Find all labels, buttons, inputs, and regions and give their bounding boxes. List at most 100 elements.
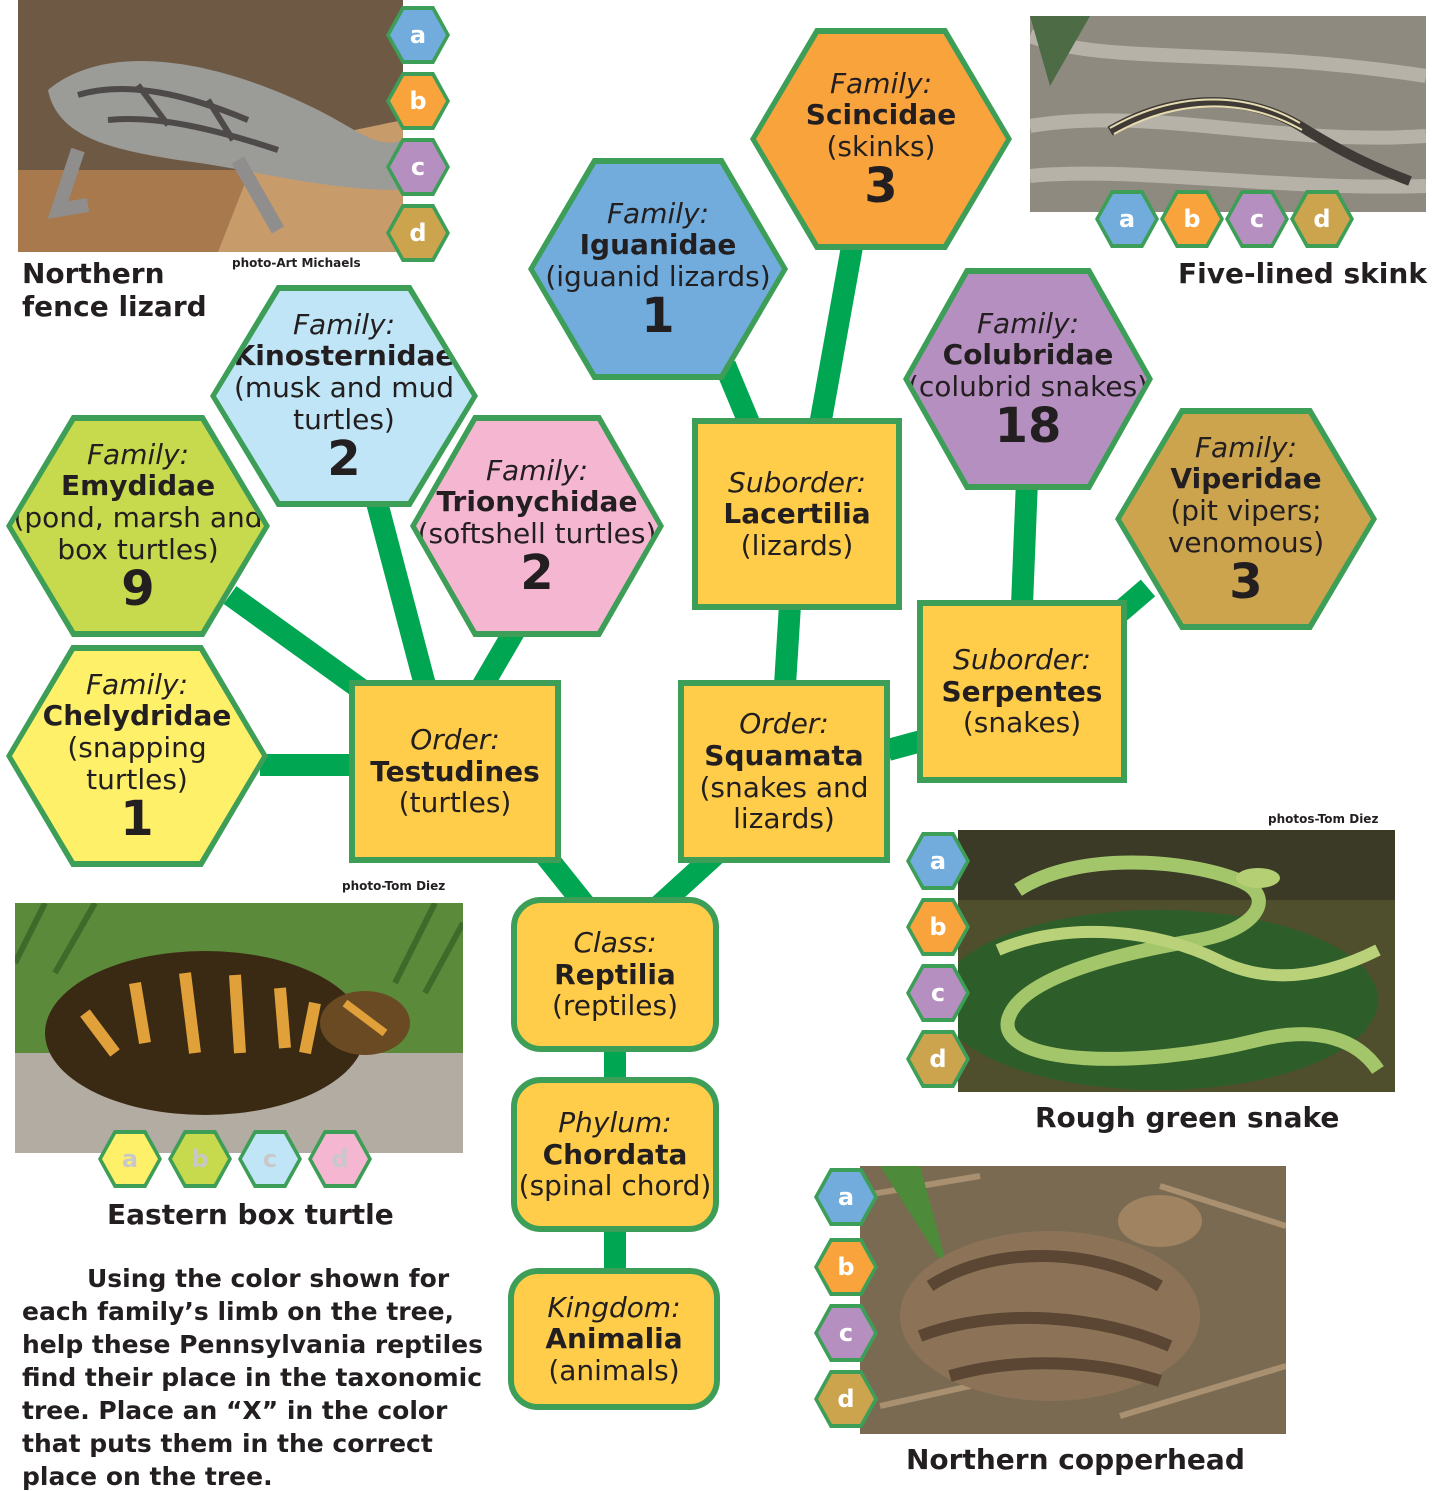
common-name: venomous)	[1167, 525, 1325, 559]
branch-serpentes-colubridae	[1011, 479, 1038, 606]
branch-lacertilia-iguanidae	[714, 360, 761, 430]
option-label: b	[910, 902, 966, 952]
taxon-name: Testudines	[370, 754, 540, 788]
rank-label: Family:	[829, 66, 933, 100]
taxon-name: Chordata	[542, 1137, 688, 1171]
family-emydidae-node: Family: Emydidae (pond, marsh and box tu…	[6, 415, 270, 637]
species-count: 1	[120, 791, 154, 848]
fence-lizard-caption-line1: Northern	[22, 257, 165, 290]
option-label: d	[312, 1134, 368, 1184]
rank-label: Phylum:	[558, 1106, 672, 1140]
common-name: (softshell turtles)	[417, 516, 657, 550]
branch-testudines-kinosternidae	[364, 492, 436, 688]
copperhead-caption: Northern copperhead	[906, 1443, 1245, 1476]
species-count: 1	[641, 288, 675, 345]
phylum-node: Phylum: Chordata (spinal chord)	[511, 1077, 719, 1232]
common-name: (snakes)	[962, 706, 1082, 740]
photo-credit: photo-Art Michaels	[232, 256, 361, 270]
suborder-serpentes-node: Suborder: Serpentes (snakes)	[917, 600, 1127, 783]
rank-label: Family:	[86, 437, 190, 471]
fence-lizard-caption-line2: fence lizard	[22, 290, 207, 323]
suborder-lacertilia-node: Suborder: Lacertilia (lizards)	[692, 418, 902, 610]
rank-label: Suborder:	[953, 643, 1091, 677]
order-squamata-node: Order: Squamata (snakes and lizards)	[678, 680, 890, 863]
branch-class-squamata	[652, 846, 723, 914]
taxon-name: Trionychidae	[436, 485, 638, 519]
common-name: (snapping	[67, 731, 207, 764]
taxon-name: Kinosternidae	[233, 339, 455, 373]
species-count: 3	[864, 158, 898, 215]
taxon-name: Chelydridae	[42, 699, 232, 733]
common-name: box turtles)	[57, 532, 219, 566]
species-count: 18	[994, 398, 1062, 455]
green-snake-photo	[958, 830, 1395, 1092]
option-label: c	[242, 1134, 298, 1184]
green-snake-option-a[interactable]: a	[906, 832, 970, 890]
rank-label: Family:	[485, 453, 589, 487]
option-label: b	[818, 1242, 874, 1292]
common-name: (animals)	[548, 1353, 680, 1387]
common-name: (iguanid lizards)	[545, 259, 771, 293]
branch-class-testudines	[536, 848, 594, 912]
species-count: 3	[1229, 554, 1263, 611]
option-label: a	[910, 836, 966, 886]
taxon-name: Viperidae	[1170, 462, 1322, 496]
common-name: turtles)	[293, 402, 395, 436]
option-label: b	[172, 1134, 228, 1184]
common-name: (pit vipers;	[1170, 494, 1322, 527]
rank-label: Kingdom:	[547, 1290, 681, 1324]
common-name: lizards)	[733, 802, 835, 836]
rank-label: Family:	[292, 307, 396, 341]
option-label: a	[1099, 194, 1155, 244]
branch-testudines-emydidae	[223, 586, 369, 699]
rank-label: Family:	[1194, 430, 1298, 464]
common-name: (lizards)	[740, 528, 854, 562]
rank-label: Family:	[606, 196, 710, 230]
rank-label: Suborder:	[728, 465, 866, 499]
family-chelydridae-node: Family: Chelydridae (snapping turtles) 1	[6, 645, 268, 867]
option-label: a	[390, 10, 446, 60]
taxon-name: Iguanidae	[579, 228, 737, 262]
option-label: b	[1164, 194, 1220, 244]
order-testudines-node: Order: Testudines (turtles)	[349, 680, 561, 863]
common-name: (reptiles)	[551, 989, 679, 1023]
common-name: (skinks)	[826, 129, 936, 163]
kingdom-node: Kingdom: Animalia (animals)	[508, 1268, 720, 1410]
option-label: c	[1229, 194, 1285, 244]
common-name: (pond, marsh and	[13, 501, 263, 534]
green-snake-option-b[interactable]: b	[906, 898, 970, 956]
option-label: d	[910, 1034, 966, 1084]
skink-photo	[1030, 16, 1426, 212]
species-count: 2	[327, 431, 361, 488]
branch-lacertilia-scincidae	[809, 228, 866, 427]
option-label: a	[818, 1172, 874, 1222]
common-name: (colubrid snakes)	[907, 369, 1149, 403]
option-label: c	[910, 968, 966, 1018]
class-node: Class: Reptilia (reptiles)	[511, 897, 719, 1052]
taxon-name: Reptilia	[554, 957, 676, 991]
rank-label: Order:	[739, 707, 829, 741]
box-turtle-photo	[15, 903, 463, 1153]
species-count: 9	[121, 561, 155, 618]
common-name: (musk and mud	[233, 371, 455, 404]
taxon-name: Serpentes	[941, 674, 1103, 708]
option-label: b	[390, 76, 446, 126]
green-snake-option-c[interactable]: c	[906, 964, 970, 1022]
option-label: c	[390, 142, 446, 192]
rank-label: Family:	[976, 306, 1080, 340]
rank-label: Order:	[410, 723, 500, 757]
option-label: d	[390, 208, 446, 258]
species-count: 2	[520, 545, 554, 602]
common-name: (turtles)	[398, 786, 512, 820]
branch-squamata-lacertilia	[774, 604, 801, 686]
copperhead-photo	[860, 1166, 1286, 1434]
green-snake-caption: Rough green snake	[1035, 1101, 1340, 1134]
photo-credit: photos-Tom Diez	[1268, 812, 1379, 826]
photo-credit: photo-Tom Diez	[342, 879, 446, 893]
taxon-name: Colubridae	[942, 338, 1114, 372]
taxon-name: Emydidae	[60, 469, 216, 503]
option-label: a	[102, 1134, 158, 1184]
option-label: d	[818, 1374, 874, 1424]
common-name: (spinal chord)	[518, 1169, 712, 1203]
rank-label: Class:	[573, 926, 657, 960]
